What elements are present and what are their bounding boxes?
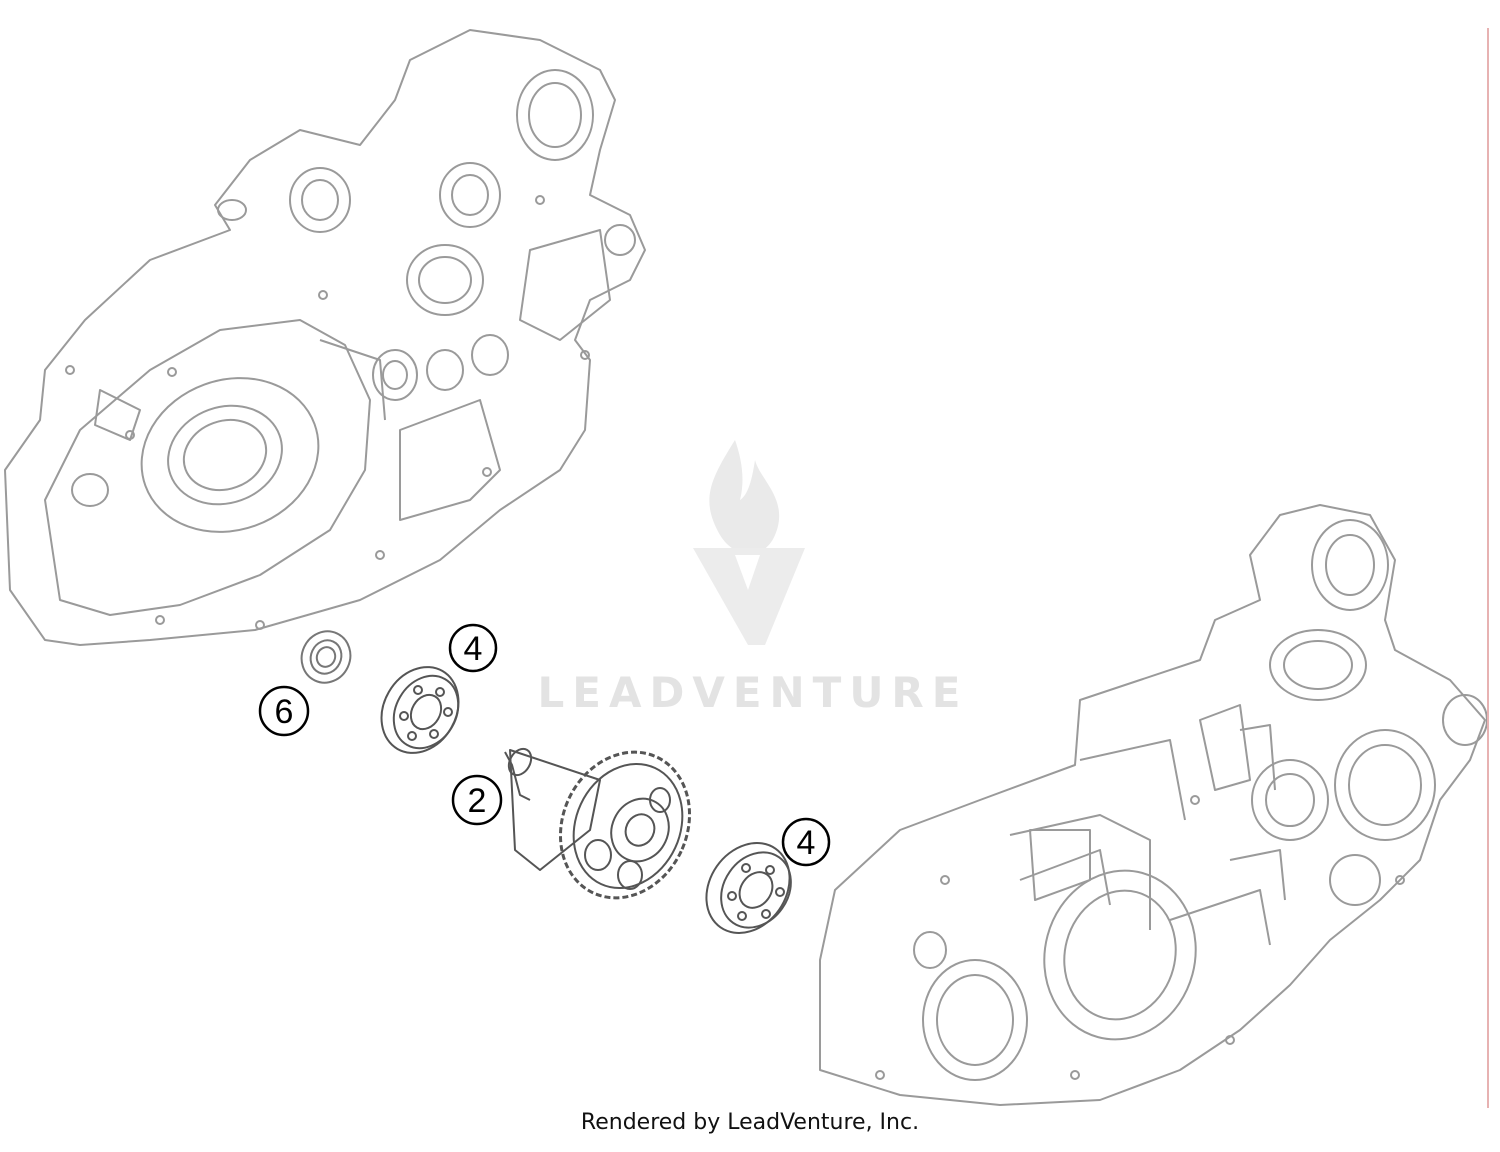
callout-2: 2 <box>451 774 503 826</box>
svg-text:4: 4 <box>797 824 816 862</box>
callout-4-top: 4 <box>448 623 498 673</box>
watermark-text: LEADVENTURE <box>537 668 969 717</box>
svg-text:2: 2 <box>468 782 487 820</box>
callout-6: 6 <box>258 685 310 737</box>
watermark-logo <box>693 440 805 645</box>
callout-4-right: 4 <box>781 817 831 867</box>
svg-text:4: 4 <box>464 630 483 668</box>
bearing-part-4-upper <box>380 666 460 754</box>
bearing-part-6 <box>300 630 352 684</box>
page-edge-line <box>1487 28 1489 1108</box>
bearing-part-4-lower <box>705 842 792 934</box>
left-crankcase-half <box>4 29 646 646</box>
balancer-gear-part-2 <box>504 747 692 900</box>
right-crankcase-half <box>819 504 1488 1106</box>
svg-text:6: 6 <box>275 693 294 731</box>
footer-credit: Rendered by LeadVenture, Inc. <box>580 1110 920 1135</box>
